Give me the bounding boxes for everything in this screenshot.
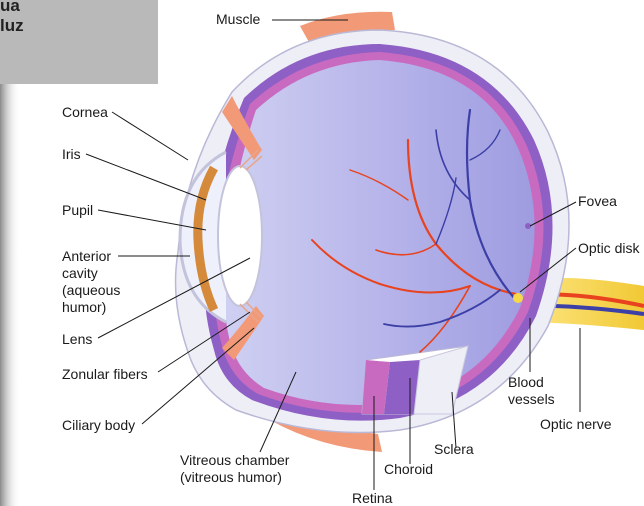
label-lens: Lens (62, 331, 92, 347)
label-muscle: Muscle (216, 11, 260, 27)
label-blood-vessels-line2: vessels (508, 391, 555, 407)
label-ciliary-body: Ciliary body (62, 417, 135, 433)
label-anterior-line1: Anterior (62, 248, 111, 264)
label-vitreous-line1: Vitreous chamber (180, 452, 289, 468)
label-blood-vessels-line1: Blood (508, 374, 544, 390)
label-iris: Iris (62, 146, 81, 162)
label-fovea: Fovea (578, 193, 617, 209)
label-choroid: Choroid (384, 461, 433, 477)
label-retina: Retina (352, 490, 392, 506)
label-vitreous-line2: (vitreous humor) (180, 469, 282, 485)
label-anterior-line4: humor) (62, 299, 106, 315)
label-pupil: Pupil (62, 202, 93, 218)
label-anterior-line3: (aqueous (62, 282, 120, 298)
optic-disk-mark (513, 293, 523, 303)
lens-shape (218, 166, 262, 306)
page-edge-shadow (0, 84, 20, 506)
label-anterior-line2: cavity (62, 265, 98, 281)
label-zonular-fibers: Zonular fibers (62, 366, 148, 382)
label-optic-disk: Optic disk (578, 240, 639, 256)
vitreous-chamber (224, 60, 535, 405)
label-sclera: Sclera (434, 441, 474, 457)
label-optic-nerve: Optic nerve (540, 416, 612, 432)
label-cornea: Cornea (62, 104, 108, 120)
